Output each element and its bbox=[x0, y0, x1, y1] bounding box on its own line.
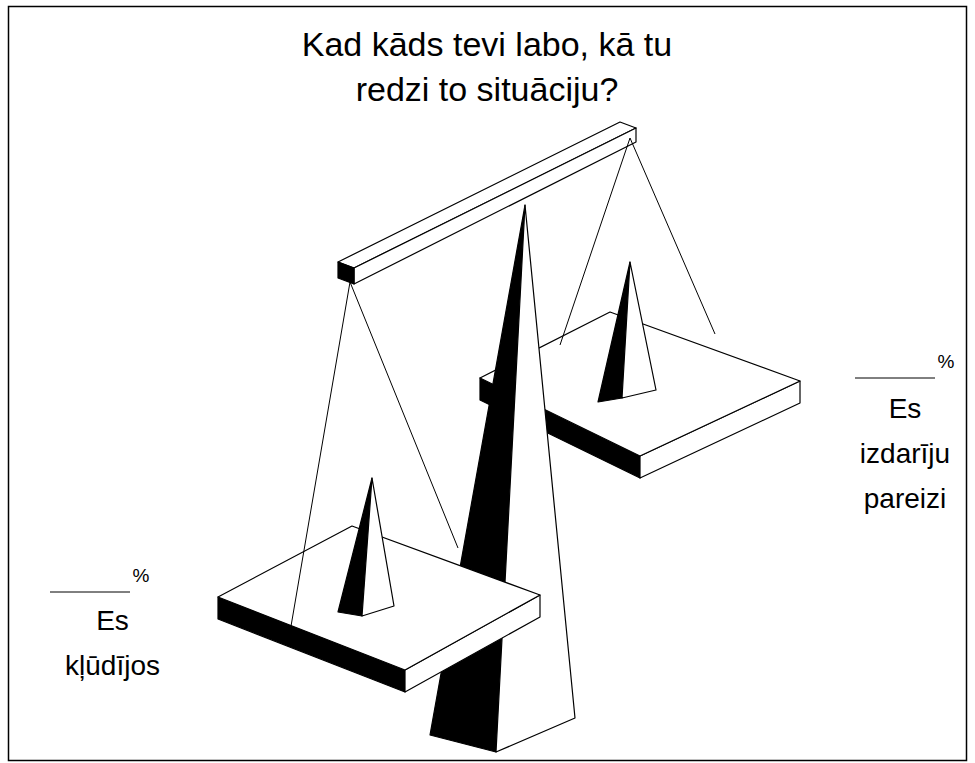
diagram-title: Kad kāds tevi labo, kā tu redzi to situā… bbox=[267, 22, 707, 112]
percent-sign: % bbox=[129, 566, 153, 586]
answer-label: Es kļūdījos bbox=[45, 598, 180, 688]
percent-sign: % bbox=[934, 352, 958, 372]
answer-label: Es izdarīju pareizi bbox=[840, 386, 970, 521]
frame bbox=[9, 7, 967, 761]
